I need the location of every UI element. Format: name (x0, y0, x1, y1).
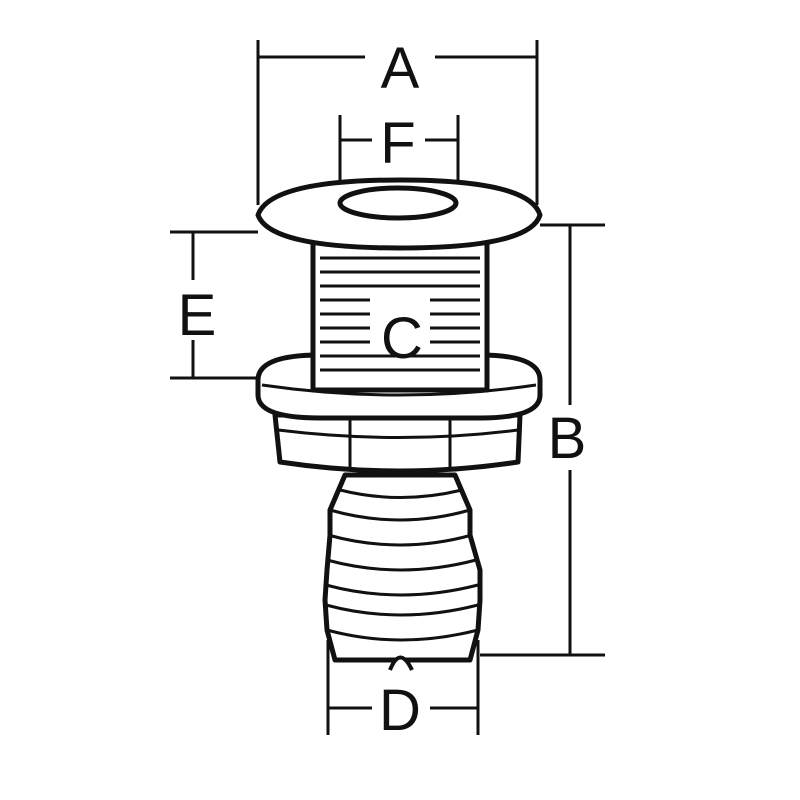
label-b: B (548, 406, 587, 471)
label-e: E (178, 283, 217, 348)
label-d: D (379, 678, 421, 743)
dimension-b: B (480, 223, 605, 657)
dimension-f: F (338, 111, 460, 195)
dimension-e: E (170, 230, 258, 380)
label-c: C (381, 306, 423, 371)
label-a: A (381, 36, 420, 101)
flange-bore (337, 185, 459, 221)
dimension-a: A (256, 36, 539, 205)
label-f: F (380, 111, 415, 176)
hex-nut (272, 412, 523, 474)
dimension-d: D (326, 640, 480, 743)
threaded-body: C (310, 237, 490, 393)
hose-barb (322, 472, 483, 671)
top-flange (255, 177, 543, 251)
